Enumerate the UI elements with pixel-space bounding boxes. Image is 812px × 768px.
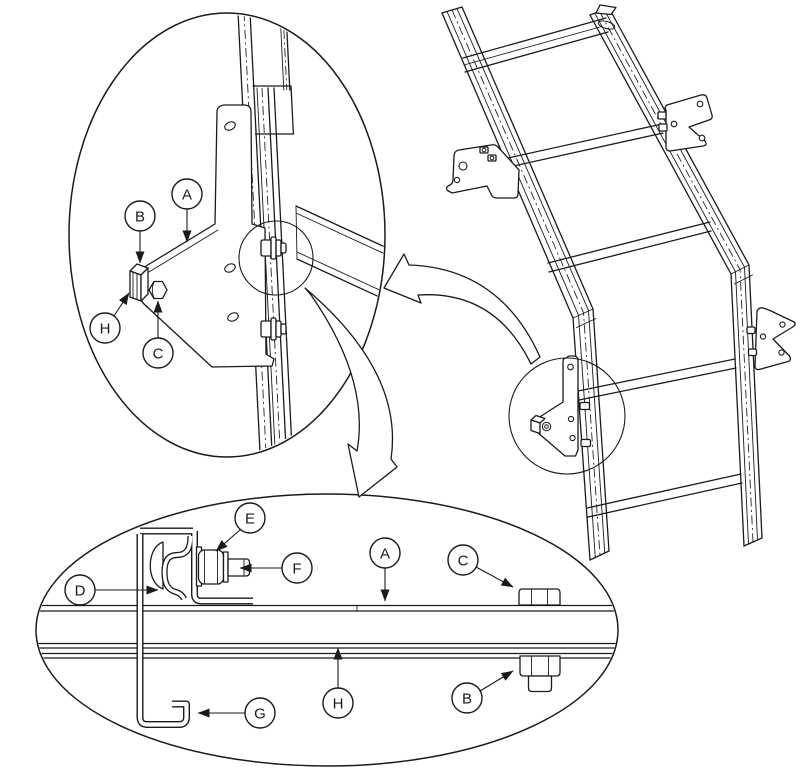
bolt-head-bottom (519, 655, 561, 693)
mount-bracket-bottom-left (530, 355, 592, 457)
callout-c-lower: C (447, 544, 479, 576)
callout-a-lower: A (369, 537, 401, 569)
callout-label: H (333, 695, 344, 712)
clamp-block (129, 263, 149, 302)
callout-b-upper: B (124, 200, 156, 232)
callout-c-upper: C (142, 337, 174, 369)
connector-arrow-to-upper-detail (383, 253, 541, 365)
callout-label: B (462, 690, 472, 707)
lower-detail-ellipse (35, 493, 619, 767)
flange-nut (197, 549, 225, 585)
rail-splice (252, 85, 295, 135)
leader-h-upper (113, 292, 130, 317)
rail-bend-line (572, 308, 597, 328)
callout-g-lower: G (244, 697, 276, 729)
washer (222, 551, 229, 583)
ladder-right-rail (589, 4, 763, 547)
bracket-slot-hole (227, 312, 239, 322)
upper-detail-view (68, 12, 386, 458)
rung (577, 358, 736, 392)
carriage-bolt-upper (260, 236, 287, 260)
carriage-bolt-lower (260, 317, 287, 341)
rung (498, 123, 663, 161)
callout-b-lower: B (451, 682, 483, 714)
hook-channel (136, 527, 253, 728)
callout-label: A (380, 545, 390, 562)
saddle-washer (149, 541, 164, 590)
connector-arrows (304, 253, 541, 498)
mount-bracket-bottom-right (746, 307, 796, 371)
bolt-head-top (518, 588, 561, 606)
callout-e-lower: E (234, 502, 266, 534)
upper-callouts: A B H C (89, 178, 203, 369)
callout-label: E (245, 510, 255, 527)
rail-bend-line (730, 264, 753, 285)
leader-e-lower (215, 528, 242, 552)
leader-b-lower (479, 670, 514, 692)
callout-label: A (182, 186, 192, 203)
callout-label: B (135, 208, 145, 225)
bolt-stack (195, 546, 251, 587)
bolt-shank (527, 675, 553, 693)
rung (462, 17, 607, 59)
callout-label: H (100, 320, 111, 337)
callout-label: G (254, 705, 266, 722)
ladder-rungs (462, 17, 743, 518)
ladder-view (441, 4, 796, 561)
bracket-slot-hole (224, 121, 236, 131)
mount-bracket-mid-right (657, 94, 713, 152)
rung (547, 221, 711, 264)
bracket-slot-hole (224, 263, 236, 273)
callout-d-lower: D (64, 574, 96, 606)
hex-bolt (148, 280, 168, 300)
callout-label: C (458, 552, 469, 569)
ladder-left-rail (441, 6, 610, 561)
bolt-highlight-circle (238, 220, 314, 296)
connector-arrow-to-lower-detail (304, 287, 398, 498)
callout-h-upper: H (89, 312, 121, 344)
lower-callouts: E F D G A C H B (64, 502, 514, 729)
callout-h-lower: H (322, 687, 354, 719)
callout-label: C (153, 345, 164, 362)
callout-f-lower: F (281, 552, 313, 584)
rail-top-tab (595, 4, 617, 16)
callout-a-upper: A (171, 178, 203, 210)
bracket-plate-hem-line (148, 229, 219, 273)
leader-c-lower (475, 566, 514, 588)
rung (586, 473, 742, 509)
bracket-highlight-circle (508, 357, 626, 475)
mount-bracket-mid-left (445, 144, 520, 199)
callout-label: F (292, 560, 301, 577)
callout-label: D (75, 582, 86, 599)
middle-plate (37, 642, 617, 649)
lower-detail-view (35, 493, 619, 767)
